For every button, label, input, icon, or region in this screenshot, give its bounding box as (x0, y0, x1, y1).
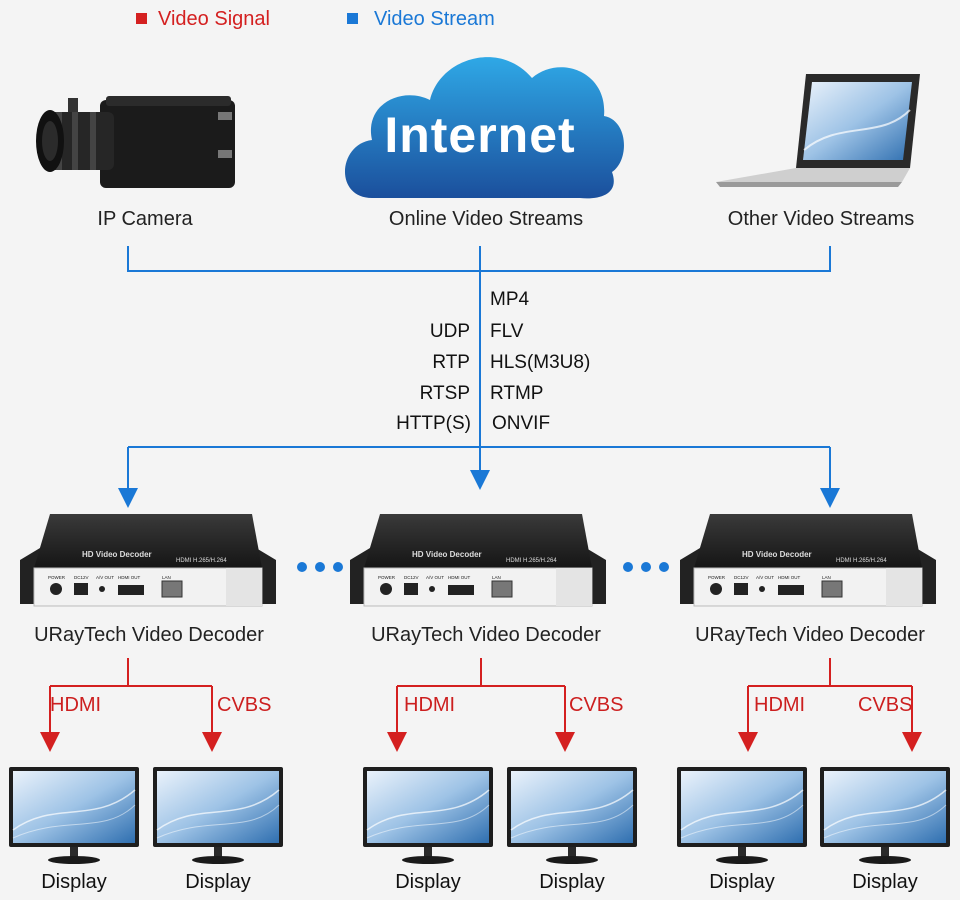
protocol-rtsp: RTSP (419, 383, 470, 404)
protocol-rtmp: RTMP (490, 383, 544, 404)
decoder-1-cvbs-label: CVBS (217, 694, 272, 716)
decoder-1-label: URayTech Video Decoder (34, 624, 264, 646)
protocol-https: HTTP(S) (396, 413, 471, 434)
legend-signal-swatch (136, 13, 147, 24)
display-monitor-icon (363, 767, 493, 864)
ip-camera-icon (36, 96, 235, 188)
decoder-port-label: DC12V (404, 575, 419, 580)
decoder-model-text: HDMI H.265/H.264 (176, 558, 227, 564)
decoder-port-label: POWER (378, 575, 396, 580)
decoder-2-display-1-label: Display (395, 871, 461, 893)
decoder-port-label: POWER (708, 575, 726, 580)
display-monitor-icon (820, 767, 950, 864)
decoder-port-label: A/V OUT (756, 575, 774, 580)
legend-video-signal: Video Signal (158, 8, 270, 30)
decoder-port-label: HDMI OUT (118, 575, 140, 580)
decoder-3-display-2-label: Display (852, 871, 918, 893)
display-monitor-icon (153, 767, 283, 864)
laptop-icon (716, 74, 920, 187)
protocol-flv: FLV (490, 321, 524, 342)
protocol-rtp: RTP (432, 352, 470, 373)
display-monitor-icon (9, 767, 139, 864)
ellipsis-dots (297, 562, 669, 572)
decoder-title-text: HD Video Decoder (412, 550, 482, 559)
decoder-2-hdmi-label: HDMI (404, 694, 456, 716)
protocol-udp: UDP (429, 321, 470, 342)
decoder-1-hdmi-label: HDMI (50, 694, 102, 716)
decoder-port-label: HDMI OUT (778, 575, 800, 580)
ip-camera-label: IP Camera (97, 208, 193, 230)
protocol-hls: HLS(M3U8) (490, 352, 591, 373)
decoder-1-display-1-label: Display (41, 871, 107, 893)
decoder-2-cvbs-label: CVBS (569, 694, 624, 716)
decoder-port-label: DC12V (734, 575, 749, 580)
legend-stream-swatch (347, 13, 358, 24)
decoder-3-label: URayTech Video Decoder (695, 624, 925, 646)
decoder-port-label: LAN (822, 575, 831, 580)
decoder-port-label: LAN (492, 575, 501, 580)
decoder-port-label: LAN (162, 575, 171, 580)
decoder-3-display-1-label: Display (709, 871, 775, 893)
internet-cloud-icon (344, 57, 624, 199)
decoder-title-text: HD Video Decoder (742, 550, 812, 559)
decoder-title-text: HD Video Decoder (82, 550, 152, 559)
internet-cloud-text: Internet (384, 107, 576, 163)
decoder-2-display-2-label: Display (539, 871, 605, 893)
decoder-3-cvbs-label: CVBS (858, 694, 913, 716)
decoder-3-hdmi-label: HDMI (754, 694, 806, 716)
decoder-port-label: HDMI OUT (448, 575, 470, 580)
legend-video-stream: Video Stream (374, 8, 495, 30)
protocol-onvif: ONVIF (492, 413, 551, 434)
stream-lines (118, 246, 840, 508)
online-streams-label: Online Video Streams (388, 208, 584, 230)
decoder-port-label: A/V OUT (426, 575, 444, 580)
display-monitor-icon (677, 767, 807, 864)
decoder-model-text: HDMI H.265/H.264 (836, 558, 887, 564)
decoder-port-label: DC12V (74, 575, 89, 580)
protocol-mp4: MP4 (490, 289, 530, 310)
decoder-port-label: POWER (48, 575, 66, 580)
decoder-1-display-2-label: Display (185, 871, 251, 893)
decoder-port-label: A/V OUT (96, 575, 114, 580)
decoder-model-text: HDMI H.265/H.264 (506, 558, 557, 564)
decoder-2-label: URayTech Video Decoder (371, 624, 601, 646)
other-streams-label: Other Video Streams (727, 208, 915, 230)
display-monitor-icon (507, 767, 637, 864)
